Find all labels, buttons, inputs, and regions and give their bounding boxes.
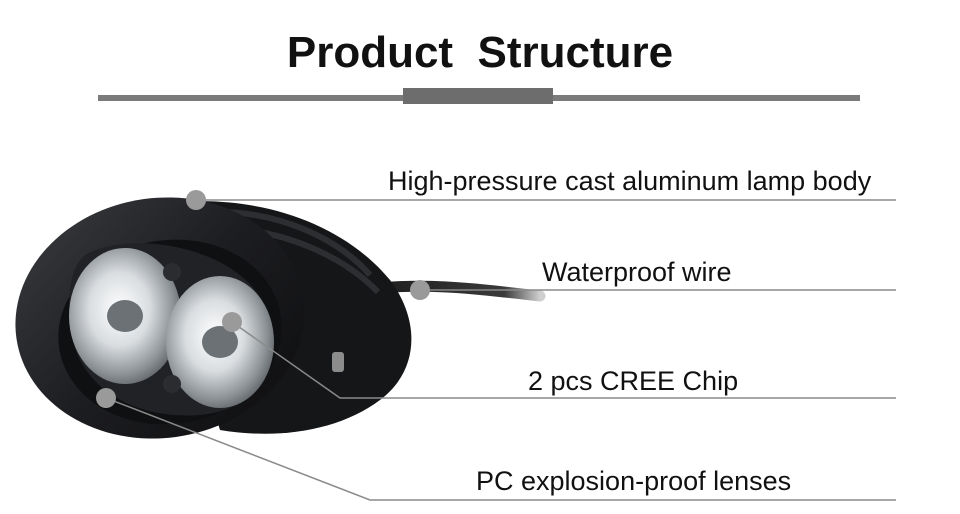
callout-dot-wire-icon (410, 280, 430, 300)
callout-label-chip: 2 pcs CREE Chip (528, 366, 739, 396)
callout-label-lamp-body: High-pressure cast aluminum lamp body (388, 166, 872, 196)
page-title: Product Structure (286, 28, 674, 77)
leader-line-chip (231, 321, 896, 399)
callout-label-wire: Waterproof wire (542, 257, 732, 287)
callout-dot-chip-icon (222, 312, 242, 332)
title-underline-accent (403, 88, 553, 104)
leader-line-lens (105, 397, 896, 501)
callout-label-lens: PC explosion-proof lenses (476, 466, 792, 496)
callout-dot-lens-icon (96, 388, 116, 408)
callout-dot-body-icon (186, 190, 206, 210)
mounting-bolt (332, 352, 344, 372)
